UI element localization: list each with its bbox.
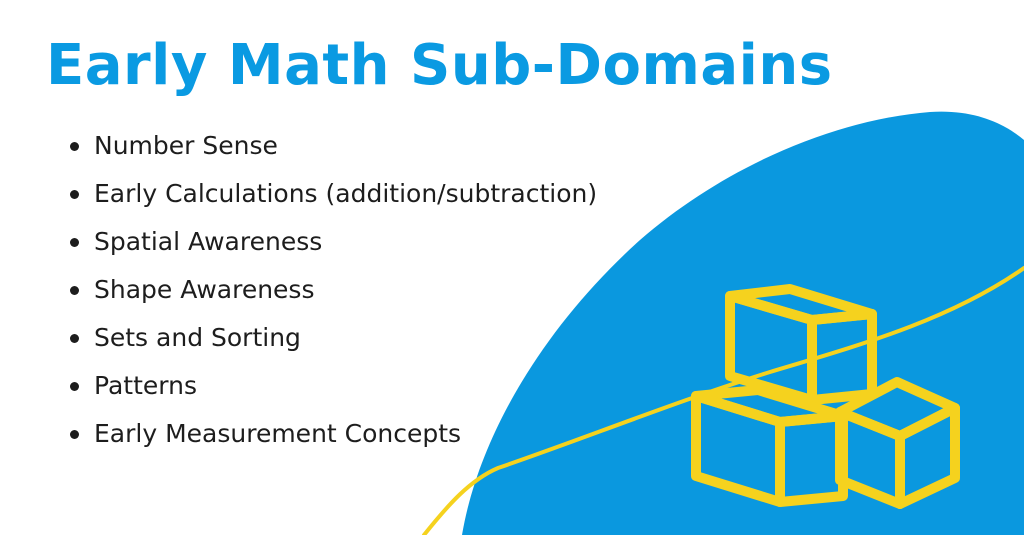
page-title: Early Math Sub-Domains xyxy=(46,33,833,98)
bullet-dot-icon xyxy=(70,238,79,247)
list-item-text: Shape Awareness xyxy=(94,275,315,304)
list-item-text: Early Calculations (addition/subtraction… xyxy=(94,179,598,208)
yellow-swoosh-line xyxy=(422,266,1024,535)
list-item-text: Spatial Awareness xyxy=(94,227,323,256)
list-item-text: Patterns xyxy=(94,371,197,400)
list-item-text: Sets and Sorting xyxy=(94,323,301,352)
bullet-dot-icon xyxy=(70,286,79,295)
bullet-dot-icon xyxy=(70,382,79,391)
bullet-dot-icon xyxy=(70,430,79,439)
bullet-dot-icon xyxy=(70,142,79,151)
list-item-text: Early Measurement Concepts xyxy=(94,419,462,448)
blocks-icon xyxy=(691,284,960,509)
bullet-dot-icon xyxy=(70,334,79,343)
bullet-dot-icon xyxy=(70,190,79,199)
list-item-text: Number Sense xyxy=(94,131,278,160)
